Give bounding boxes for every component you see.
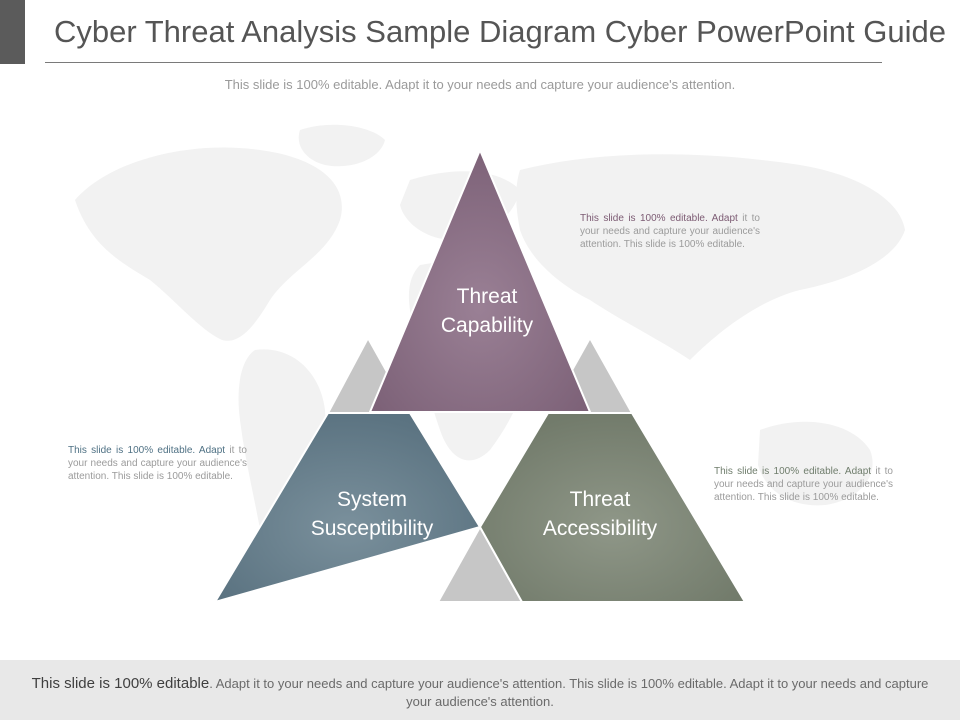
footer-lead: This slide is 100% editable [31, 675, 210, 692]
triangle-threat-capability [368, 147, 592, 413]
page-title: Cyber Threat Analysis Sample Diagram Cyb… [54, 14, 946, 49]
title-divider [45, 62, 882, 63]
label-system-susceptibility-line1: System [337, 488, 407, 511]
corner-accent [0, 0, 25, 64]
note-body: it to your needs and capture your audien… [68, 445, 247, 482]
triangle-threat-accessibility [478, 412, 747, 603]
threat-triangle-diagram: Threat Capability System Susceptibility … [215, 147, 747, 603]
label-system-susceptibility-line2: Susceptibility [311, 517, 434, 540]
footer-bar: This slide is 100% editable. Adapt it to… [0, 660, 960, 720]
note-lead: This slide is 100% editable. Adapt [68, 445, 226, 456]
label-threat-capability-line2: Capability [441, 314, 534, 337]
label-threat-accessibility-line1: Threat [570, 488, 631, 511]
note-lead: This slide is 100% editable. Adapt [714, 466, 872, 477]
footer-body: . Adapt it to your needs and capture you… [209, 676, 929, 709]
footer-text: This slide is 100% editable. Adapt it to… [20, 675, 940, 711]
note-system-susceptibility: This slide is 100% editable. Adapt it to… [68, 444, 247, 483]
note-threat-accessibility: This slide is 100% editable. Adapt it to… [714, 465, 893, 504]
label-threat-accessibility-line2: Accessibility [543, 517, 658, 540]
note-body: it to your needs and capture your audien… [580, 213, 760, 250]
note-body: it to your needs and capture your audien… [714, 466, 893, 503]
label-threat-capability-line1: Threat [457, 285, 518, 308]
note-threat-capability: This slide is 100% editable. Adapt it to… [580, 212, 760, 251]
page-subtitle: This slide is 100% editable. Adapt it to… [224, 77, 736, 92]
note-lead: This slide is 100% editable. Adapt [580, 213, 738, 224]
